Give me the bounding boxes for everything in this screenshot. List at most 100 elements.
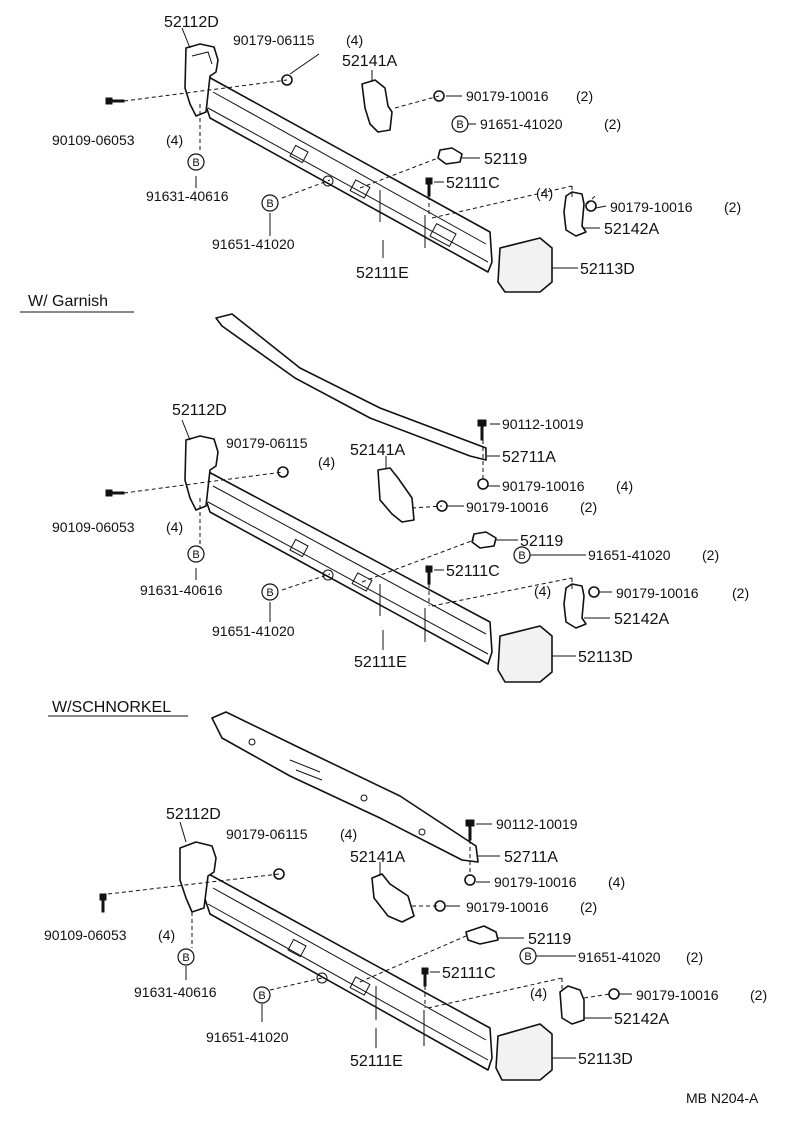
- retainer: [465, 925, 499, 945]
- labels-with-garnish: W/ Garnish 52112D 90112-10019 90179-0611…: [28, 293, 749, 671]
- label-bumper-bar: 52111E: [350, 1053, 403, 1070]
- label-clip-b-left: 91631-40616: [140, 582, 223, 598]
- nut-garnish: [464, 874, 476, 886]
- clip-b-right-circle: [513, 546, 531, 564]
- label-bracket-left: 52112D: [172, 402, 227, 419]
- label-bracket-center: 52141A: [350, 442, 405, 459]
- labels-standard: 52112D 90179-06115 (4) 52141A 90179-1001…: [52, 14, 741, 282]
- bolt-left: [105, 489, 125, 497]
- center-bracket: [377, 467, 415, 523]
- clip-b-mid-circle: [261, 583, 279, 601]
- label-qty-4: (4): [534, 583, 551, 599]
- label-bracket-center: 52141A: [342, 53, 397, 70]
- badge-b-left: B: [182, 952, 189, 964]
- label-nut-right: 90179-10016: [636, 987, 719, 1003]
- label-qty-4: (4): [530, 985, 547, 1001]
- nut-garnish: [477, 478, 489, 490]
- label-nut-left-qty: (4): [346, 32, 363, 48]
- nut-left: [273, 868, 285, 880]
- section-standard: [105, 27, 607, 293]
- label-nut-left-qty: (4): [318, 454, 335, 470]
- label-screw-garnish: 90112-10019: [496, 816, 578, 832]
- label-nut-center-qty: (2): [576, 88, 593, 104]
- nut-right: [585, 200, 597, 212]
- clip-b-right-circle: [519, 947, 537, 965]
- badge-b-right: B: [518, 550, 525, 562]
- bumper-end: [497, 625, 553, 683]
- section-with-garnish: [20, 311, 612, 683]
- label-bolt-center: 52111C: [446, 175, 500, 192]
- label-bolt-center: 52111C: [442, 965, 496, 982]
- retainer: [437, 147, 463, 165]
- label-bumper-bar: 52111E: [354, 654, 407, 671]
- label-qty-4: (4): [536, 185, 553, 201]
- right-bracket: [559, 985, 585, 1025]
- label-garnish: 52711A: [504, 849, 558, 866]
- badge-b-left: B: [192, 157, 199, 169]
- label-nut-right-qty: (2): [750, 987, 767, 1003]
- center-bracket: [371, 873, 415, 923]
- diagram-code: MB N204-A: [686, 1090, 759, 1106]
- label-bumper-end: 52113D: [578, 649, 633, 666]
- center-bracket: [361, 79, 393, 133]
- bumper-end: [497, 237, 553, 293]
- label-nut-right-qty: (2): [732, 585, 749, 601]
- label-clip-b-right-qty: (2): [702, 547, 719, 563]
- label-nut-left: 90179-06115: [226, 826, 308, 842]
- label-nut-center: 90179-10016: [466, 88, 549, 104]
- label-nut-center-qty: (2): [580, 899, 597, 915]
- garnish-plate: [211, 711, 479, 863]
- bolt-center: [425, 565, 433, 585]
- label-bracket-right: 52142A: [614, 1011, 669, 1028]
- label-bolt-center: 52111C: [446, 563, 500, 580]
- retainer: [471, 531, 497, 549]
- label-nut-garnish-qty: (4): [608, 874, 625, 890]
- label-bracket-center: 52141A: [350, 849, 405, 866]
- label-bracket-left: 52112D: [164, 14, 219, 31]
- bumper-end: [495, 1023, 553, 1081]
- label-clip-b-left: 91631-40616: [134, 984, 217, 1000]
- labels-with-schnorkel: W/SCHNORKEL 52112D 90112-10019 90179-061…: [44, 699, 767, 1070]
- bolt-center: [421, 967, 429, 987]
- label-nut-right-qty: (2): [724, 199, 741, 215]
- right-bracket: [563, 191, 587, 237]
- label-bumper-bar: 52111E: [356, 265, 409, 282]
- label-retainer: 52119: [484, 151, 527, 168]
- label-screw-garnish: 90112-10019: [502, 416, 584, 432]
- badge-b-right: B: [456, 119, 463, 131]
- badge-b-mid: B: [258, 990, 265, 1002]
- label-nut-right: 90179-10016: [616, 585, 699, 601]
- label-bolt-left: 90109-06053: [52, 519, 135, 535]
- label-nut-garnish: 90179-10016: [494, 874, 577, 890]
- label-nut-garnish: 90179-10016: [502, 478, 585, 494]
- left-bracket: [184, 435, 219, 511]
- label-nut-left: 90179-06115: [233, 32, 315, 48]
- label-nut-center-qty: (2): [580, 499, 597, 515]
- left-bracket: [184, 43, 219, 117]
- clip-b-left-circle: [187, 153, 205, 171]
- label-bolt-left: 90109-06053: [44, 927, 127, 943]
- label-clip-b-right: 91651-41020: [588, 547, 671, 563]
- label-clip-b-right-qty: (2): [604, 116, 621, 132]
- label-bracket-right: 52142A: [604, 221, 659, 238]
- bolt-left: [99, 893, 107, 913]
- label-nut-right: 90179-10016: [610, 199, 693, 215]
- label-nut-center: 90179-10016: [466, 899, 549, 915]
- label-nut-garnish-qty: (4): [616, 478, 633, 494]
- label-bumper-end: 52113D: [578, 1051, 633, 1068]
- label-clip-b-left: 91631-40616: [146, 188, 229, 204]
- label-garnish: 52711A: [502, 449, 556, 466]
- garnish-strip: [215, 313, 487, 461]
- label-clip-b-mid: 91651-41020: [206, 1029, 289, 1045]
- label-nut-center: 90179-10016: [466, 499, 549, 515]
- label-clip-b-mid: 91651-41020: [212, 236, 295, 252]
- section-with-schnorkel: [48, 711, 632, 1081]
- badge-b-right: B: [524, 951, 531, 963]
- label-clip-b-right-qty: (2): [686, 949, 703, 965]
- label-clip-b-right: 91651-41020: [480, 116, 563, 132]
- label-bracket-right: 52142A: [614, 611, 669, 628]
- section-heading-schnorkel: W/SCHNORKEL: [52, 699, 171, 716]
- label-clip-b-right: 91651-41020: [578, 949, 661, 965]
- right-bracket: [563, 583, 587, 629]
